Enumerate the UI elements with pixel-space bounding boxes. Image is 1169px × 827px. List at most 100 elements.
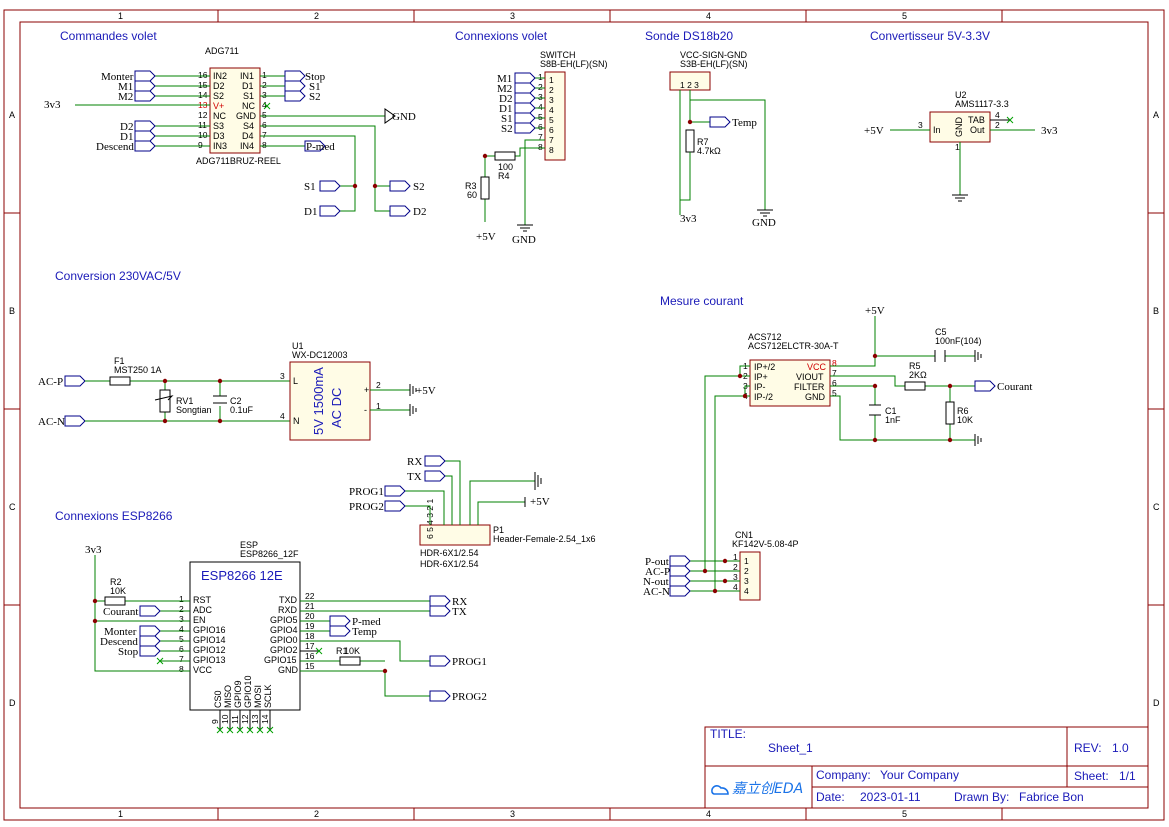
- svg-text:SCLK: SCLK: [263, 684, 273, 708]
- p1-header-block: 6 5 4 3 2 1 RX TX PROG1 PROG2 +5V P1 Hea…: [349, 455, 596, 569]
- svg-text:18: 18: [305, 631, 315, 641]
- net-label: M1: [118, 81, 133, 93]
- svg-text:5: 5: [832, 388, 837, 398]
- svg-text:Songtian: Songtian: [176, 405, 212, 415]
- svg-text:3: 3: [918, 120, 923, 130]
- svg-text:3v3: 3v3: [85, 544, 102, 556]
- svg-text:S2: S2: [213, 91, 224, 101]
- adg711-chip: [209, 67, 261, 154]
- svg-text:C5: C5: [935, 327, 947, 337]
- col-label: 4: [706, 809, 711, 819]
- svg-text:+5V: +5V: [416, 385, 436, 397]
- svg-text:0.1uF: 0.1uF: [230, 405, 254, 415]
- svg-text:16: 16: [305, 651, 315, 661]
- svg-text:3: 3: [549, 95, 554, 105]
- svg-text:100nF(104): 100nF(104): [935, 336, 982, 346]
- svg-text:15: 15: [305, 661, 315, 671]
- svg-text:MST250 1A: MST250 1A: [114, 365, 162, 375]
- svg-text:IP-: IP-: [754, 382, 766, 392]
- svg-text:TX: TX: [452, 606, 467, 618]
- svg-text:2: 2: [538, 82, 543, 92]
- cn1-block: CN1 KF142V-5.08-4P 1 2 3 4 1 2 3 4 P-out…: [643, 530, 799, 601]
- svg-text:3: 3: [744, 576, 749, 586]
- svg-text:+5V: +5V: [476, 231, 496, 243]
- svg-text:S1: S1: [243, 91, 254, 101]
- svg-text:10K: 10K: [344, 646, 360, 656]
- svg-text:4: 4: [995, 110, 1000, 120]
- date-label: Date:: [816, 790, 845, 804]
- svg-text:WX-DC12003: WX-DC12003: [292, 350, 348, 360]
- net-label: D2: [413, 206, 426, 218]
- svg-text:D2: D2: [213, 81, 225, 91]
- svg-text:16: 16: [198, 70, 208, 80]
- section-title-sonde: Sonde DS18b20: [645, 29, 733, 43]
- svg-text:7: 7: [179, 654, 184, 664]
- svg-text:NC: NC: [213, 111, 226, 121]
- col-label: 2: [314, 11, 319, 21]
- svg-text:9: 9: [198, 140, 203, 150]
- svg-text:D1: D1: [499, 103, 512, 115]
- svg-text:6: 6: [538, 122, 543, 132]
- switch-name: SWITCH: [540, 50, 576, 60]
- svg-text:S1: S1: [501, 113, 513, 125]
- svg-text:P-out: P-out: [645, 556, 669, 568]
- sheet-frame: [3, 9, 1165, 821]
- svg-text:RX: RX: [407, 456, 422, 468]
- svg-text:15: 15: [198, 80, 208, 90]
- esp8266-block: ESP ESP8266_12F ESP8266 12E RST ADC EN G…: [85, 540, 487, 734]
- svg-text:D1: D1: [242, 81, 254, 91]
- svg-text:8: 8: [832, 358, 837, 368]
- svg-text:Temp: Temp: [732, 117, 757, 129]
- svg-text:3: 3: [733, 572, 738, 582]
- svg-text:10K: 10K: [110, 586, 126, 596]
- svg-text:RST: RST: [193, 595, 212, 605]
- row-label: A: [9, 110, 15, 120]
- svg-text:VCC-SIGN-GND: VCC-SIGN-GND: [680, 50, 747, 60]
- svg-text:4: 4: [538, 102, 543, 112]
- svg-text:1: 1: [376, 401, 381, 411]
- svg-text:R1: R1: [336, 646, 348, 656]
- svg-text:Stop: Stop: [118, 646, 139, 658]
- svg-text:U2: U2: [955, 90, 967, 100]
- svg-text:GND: GND: [278, 665, 299, 675]
- svg-text:R7: R7: [697, 137, 709, 147]
- svg-text:100: 100: [498, 162, 513, 172]
- drawn-value: Fabrice Bon: [1019, 790, 1084, 804]
- col-label: 3: [510, 809, 515, 819]
- col-label: 1: [118, 809, 123, 819]
- svg-text:VIOUT: VIOUT: [796, 372, 824, 382]
- svg-text:S4: S4: [243, 121, 254, 131]
- svg-text:14: 14: [260, 714, 270, 724]
- svg-text:4: 4: [733, 582, 738, 592]
- p1-header: [419, 524, 491, 546]
- svg-text:21: 21: [305, 601, 315, 611]
- svg-text:GPIO0: GPIO0: [270, 635, 298, 645]
- svg-text:AC-N: AC-N: [643, 586, 670, 598]
- svg-text:5: 5: [538, 112, 543, 122]
- conversion-block: 5V 1500mA AC DC L N + - 3 4 2 1 AC-P AC-…: [38, 341, 436, 441]
- svg-text:+5V: +5V: [530, 496, 550, 508]
- svg-text:AC-P: AC-P: [38, 376, 63, 388]
- svg-text:FILTER: FILTER: [794, 382, 825, 392]
- svg-text:20: 20: [305, 611, 315, 621]
- svg-text:+: +: [364, 385, 369, 395]
- svg-text:N: N: [293, 416, 300, 426]
- svg-text:PROG1: PROG1: [452, 656, 487, 668]
- net-label: S2: [309, 91, 321, 103]
- section-title-commandes: Commandes volet: [60, 29, 157, 43]
- svg-text:R6: R6: [957, 406, 969, 416]
- svg-text:1nF: 1nF: [885, 415, 901, 425]
- svg-text:AC DC: AC DC: [329, 388, 344, 428]
- svg-text:KF142V-5.08-4P: KF142V-5.08-4P: [732, 539, 799, 549]
- company-value: Your Company: [880, 768, 959, 782]
- svg-text:IP+: IP+: [754, 372, 768, 382]
- svg-text:N-out: N-out: [643, 576, 669, 588]
- col-label: 1: [118, 11, 123, 21]
- svg-text:ACS712ELCTR-30A-T: ACS712ELCTR-30A-T: [748, 341, 839, 351]
- svg-text:GPIO9: GPIO9: [233, 680, 243, 708]
- svg-text:3: 3: [262, 90, 267, 100]
- svg-text:3: 3: [179, 614, 184, 624]
- svg-text:IP+/2: IP+/2: [754, 362, 775, 372]
- row-label: B: [1153, 306, 1159, 316]
- svg-text:8: 8: [179, 664, 184, 674]
